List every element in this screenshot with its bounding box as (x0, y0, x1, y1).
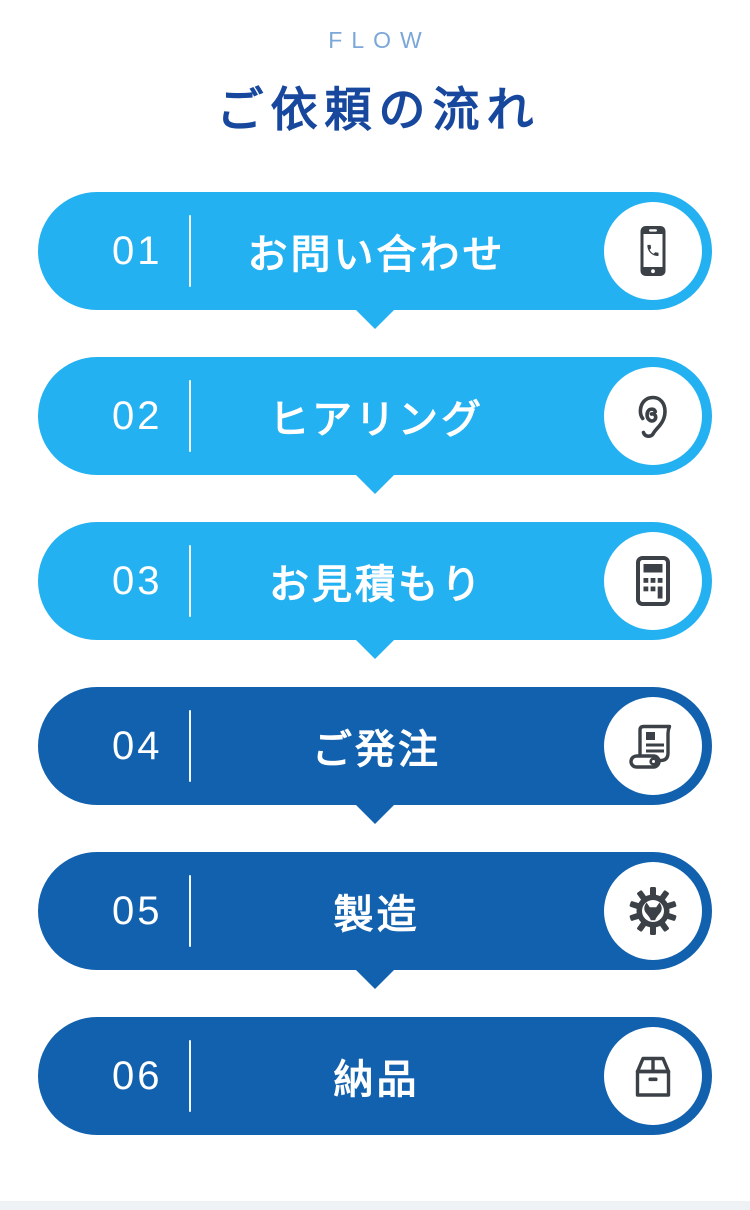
page-title: ご依頼の流れ (216, 83, 541, 136)
step-pill-05: 05 製造 (38, 852, 712, 989)
step-arrow-down (355, 474, 395, 494)
step-divider (189, 380, 191, 452)
step-label: 納品 (333, 1058, 420, 1102)
section-eyebrow: FLOW (328, 27, 431, 53)
step-pill-06: 06 納品 (38, 1017, 712, 1135)
flow-steps: 01 お問い合わせ 02 ヒアリング 03 お見積もり 04 (0, 192, 750, 1135)
step-arrow-down (355, 804, 395, 824)
step-number: 05 (112, 888, 163, 933)
step-divider (189, 1040, 191, 1112)
step-label: お見積もり (269, 563, 484, 607)
order-scroll-icon (629, 724, 672, 769)
step-pill-04: 04 ご発注 (38, 687, 712, 824)
step-icon-circle (604, 862, 702, 960)
step-icon-circle (604, 367, 702, 465)
step-number: 02 (112, 393, 163, 438)
step-icon-circle (604, 532, 702, 630)
step-divider (189, 710, 191, 782)
step-number: 03 (112, 558, 163, 603)
step-icon-circle (604, 202, 702, 300)
ear-icon (638, 395, 667, 438)
step-icon-circle (604, 697, 702, 795)
step-number: 04 (112, 723, 163, 768)
step-number: 06 (112, 1053, 163, 1098)
step-arrow-down (355, 639, 395, 659)
step-divider (189, 875, 191, 947)
step-label: 製造 (333, 893, 420, 937)
step-arrow-down (355, 309, 395, 329)
step-divider (189, 215, 191, 287)
step-icon-circle (604, 1027, 702, 1125)
flow-header: FLOW ご依頼の流れ (0, 0, 750, 138)
step-label: ご発注 (312, 728, 441, 772)
step-pill-01: 01 お問い合わせ (38, 192, 712, 329)
step-pill-02: 02 ヒアリング (38, 357, 712, 494)
gear-wrench-icon (629, 887, 677, 935)
calculator-icon (636, 556, 670, 606)
footer-divider-bar (0, 1201, 750, 1210)
step-arrow-down (355, 969, 395, 989)
step-pill-03: 03 お見積もり (38, 522, 712, 659)
delivery-box-icon (635, 1056, 671, 1097)
step-number: 01 (112, 228, 163, 273)
smartphone-call-icon (640, 226, 666, 276)
step-divider (189, 545, 191, 617)
step-label: ヒアリング (269, 398, 484, 442)
step-label: お問い合わせ (247, 233, 506, 277)
